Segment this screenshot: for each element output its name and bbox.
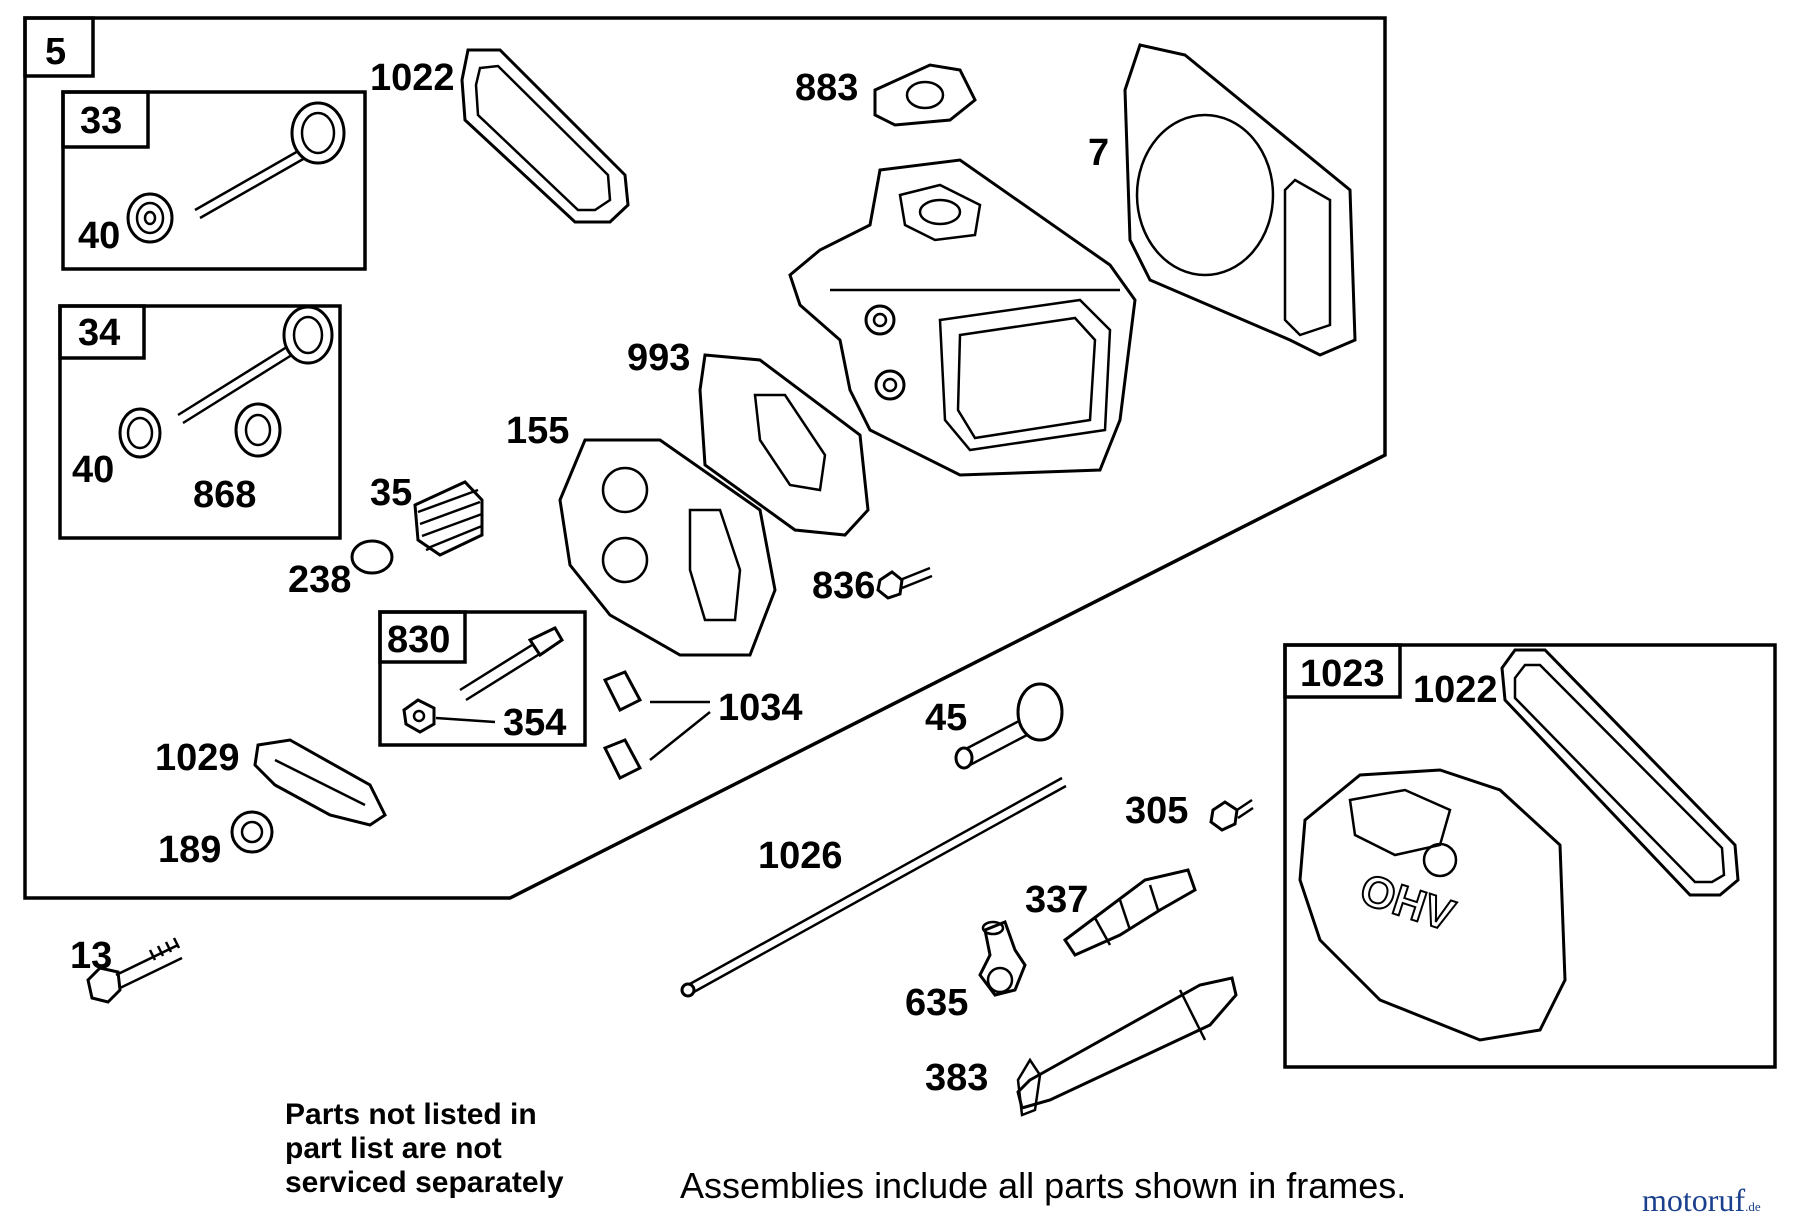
frame-1023-outline [1283, 643, 1777, 1069]
frame-5-tag [23, 16, 95, 78]
service-note-line-3: serviced separately [285, 1166, 564, 1199]
screw-836 [876, 566, 933, 600]
service-note-line-2: part list are not [285, 1132, 502, 1165]
nut-354 [402, 698, 496, 734]
valve-seal-868 [234, 402, 282, 458]
frame-830-tag [378, 610, 467, 664]
rocker-arm-1029 [253, 738, 387, 827]
rocker-cover-gasket-1022 [460, 48, 630, 224]
frame-5-outline [23, 16, 1387, 900]
label-883: 883 [795, 67, 858, 109]
label-40-b: 40 [72, 449, 114, 491]
frame-33-tag [61, 90, 150, 149]
label-155: 155 [506, 410, 569, 452]
valve-retainer-40-b [118, 407, 162, 459]
frame-34-label: 34 [78, 312, 120, 354]
frame-830-label: 830 [387, 619, 450, 661]
cylinder-head-gasket-7 [1123, 43, 1357, 357]
gasket-993 [698, 353, 870, 537]
service-note-line-1: Parts not listed in [285, 1098, 537, 1131]
label-868: 868 [193, 474, 256, 516]
valve-retainer-40-a [126, 192, 174, 244]
push-rod-1026 [680, 776, 1067, 998]
frame-34-tag [58, 304, 146, 360]
valve-spring-35 [413, 480, 484, 557]
frame-34-outline [58, 304, 342, 540]
label-35: 35 [370, 472, 412, 514]
watermark-logo: motoruf.de [1642, 1182, 1761, 1219]
label-189: 189 [158, 829, 221, 871]
label-993: 993 [627, 337, 690, 379]
push-rod-tube-45 [954, 682, 1064, 770]
rocker-ball-189 [230, 810, 274, 854]
watermark-suffix: .de [1745, 1199, 1761, 1214]
push-rod-guide-1034 [602, 670, 711, 781]
frame-33-label: 33 [80, 100, 122, 142]
label-45: 45 [925, 697, 967, 739]
frame-830-outline [378, 610, 587, 747]
rocker-cover-1023: OHV [1298, 768, 1567, 1042]
label-7: 7 [1088, 132, 1109, 174]
label-1022-right: 1022 [1413, 669, 1498, 711]
service-note: Parts not listed in part list are not se… [285, 1098, 564, 1200]
frame-1023-tag [1283, 643, 1402, 699]
label-1029: 1029 [155, 737, 240, 779]
watermark-name: motoruf [1642, 1182, 1746, 1218]
exhaust-valve [177, 305, 334, 425]
label-40-a: 40 [78, 215, 120, 257]
label-13: 13 [70, 935, 112, 977]
spark-plug-boot-635 [978, 920, 1027, 997]
label-238: 238 [288, 559, 351, 601]
valve-cap-238 [350, 539, 394, 575]
frame-33-outline [61, 90, 367, 271]
rocker-cover-gasket-1022-b [1500, 648, 1740, 897]
spark-plug-337 [1062, 868, 1197, 957]
frame-1023-label: 1023 [1300, 653, 1385, 695]
intake-valve [194, 101, 346, 220]
label-836: 836 [812, 565, 875, 607]
frame-5-label: 5 [45, 31, 66, 73]
label-1034: 1034 [718, 687, 803, 729]
cylinder-head [788, 158, 1137, 477]
label-635: 635 [905, 982, 968, 1024]
label-1022-top: 1022 [370, 57, 455, 99]
label-354: 354 [503, 702, 566, 744]
screw-305 [1209, 798, 1254, 832]
spark-plug-wrench-383 [1016, 976, 1238, 1117]
label-305: 305 [1125, 790, 1188, 832]
rocker-stud-830 [459, 626, 565, 702]
bolt-13 [86, 937, 183, 1004]
intake-gasket-883 [873, 63, 977, 127]
breather-plate-155 [558, 438, 777, 657]
assemblies-note: Assemblies include all parts shown in fr… [680, 1165, 1407, 1206]
label-1026: 1026 [758, 835, 843, 877]
label-337: 337 [1025, 879, 1088, 921]
label-383: 383 [925, 1057, 988, 1099]
